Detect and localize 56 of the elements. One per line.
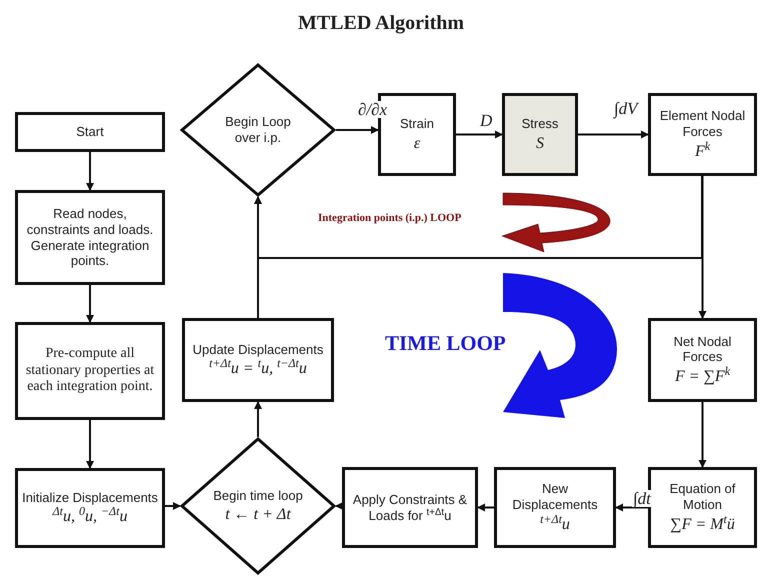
node-text: Apply Constraints & Loads for $^{t+Δt}$u [352, 492, 468, 524]
node-text: Element Nodal Forces [658, 108, 746, 140]
arrow [698, 176, 706, 319]
edge-label: ∂/∂x [357, 101, 388, 118]
node-text: Read nodes, constraints and loads. Generate integration points. [26, 206, 154, 269]
process-box [648, 318, 757, 402]
process-box [494, 467, 616, 548]
loop-label: TIME LOOP [385, 330, 506, 357]
arrow [254, 176, 703, 259]
process-box [342, 467, 478, 548]
arrow [86, 152, 94, 191]
formula-text: ∑F = M$^{t}$ü [670, 514, 735, 534]
node-text: Net Nodal Forces [672, 334, 732, 365]
decision-diamond [180, 437, 336, 575]
arrow [335, 502, 343, 510]
formula-text: F$^{k}$ [694, 142, 710, 161]
arrow [615, 504, 648, 512]
node-text: New Displacements [511, 481, 599, 512]
formula-text: S [536, 134, 544, 153]
process-box [182, 318, 334, 402]
arrow [578, 130, 649, 138]
diagram-title: MTLED Algorithm [296, 11, 466, 36]
loop-label: Integration points (i.p.) LOOP [318, 211, 462, 226]
formula-text: F = ∑F$^{k}$ [674, 367, 730, 386]
arrow [254, 401, 262, 437]
formula-text: ε [414, 134, 420, 153]
formula-text: t ← t + Δt [225, 505, 291, 524]
arrow [698, 402, 706, 468]
node-text: Start [76, 124, 104, 140]
node-text: Pre-compute all stationary properties at each integration point. [24, 346, 156, 396]
process-box [15, 190, 165, 285]
process-box [15, 112, 165, 152]
node-text: Begin time loop [213, 488, 303, 504]
node-text: Stress [522, 116, 558, 132]
formula-text: $^{t+Δt}$u = $^{t}$u, $^{t−Δt}$u [209, 359, 307, 378]
formula-text: $^{t+Δt}$u [540, 514, 570, 534]
arrow [336, 126, 379, 134]
node-text: Initialize Displacements [22, 490, 158, 506]
node-text: Begin Loop over i.p. [224, 114, 292, 146]
formula-text: $^{Δt}$u, $^{0}$u, $^{−Δt}$u [52, 507, 128, 526]
edge-label: D [479, 112, 494, 129]
process-box [502, 93, 578, 176]
decision-diamond [180, 63, 336, 197]
process-box [648, 93, 757, 176]
node-text: Strain [400, 116, 434, 132]
arrow [86, 285, 94, 323]
process-box [15, 468, 165, 548]
node-text: Update Displacements [192, 342, 324, 358]
process-box [15, 322, 165, 420]
edge-label: ∫dt [632, 490, 652, 507]
arrow [165, 502, 181, 510]
arrow [477, 504, 494, 512]
node-text: Equation of Motion [668, 481, 736, 512]
arrow [456, 130, 503, 138]
edge-label: ∫dV [613, 100, 639, 117]
arrow [86, 420, 94, 469]
